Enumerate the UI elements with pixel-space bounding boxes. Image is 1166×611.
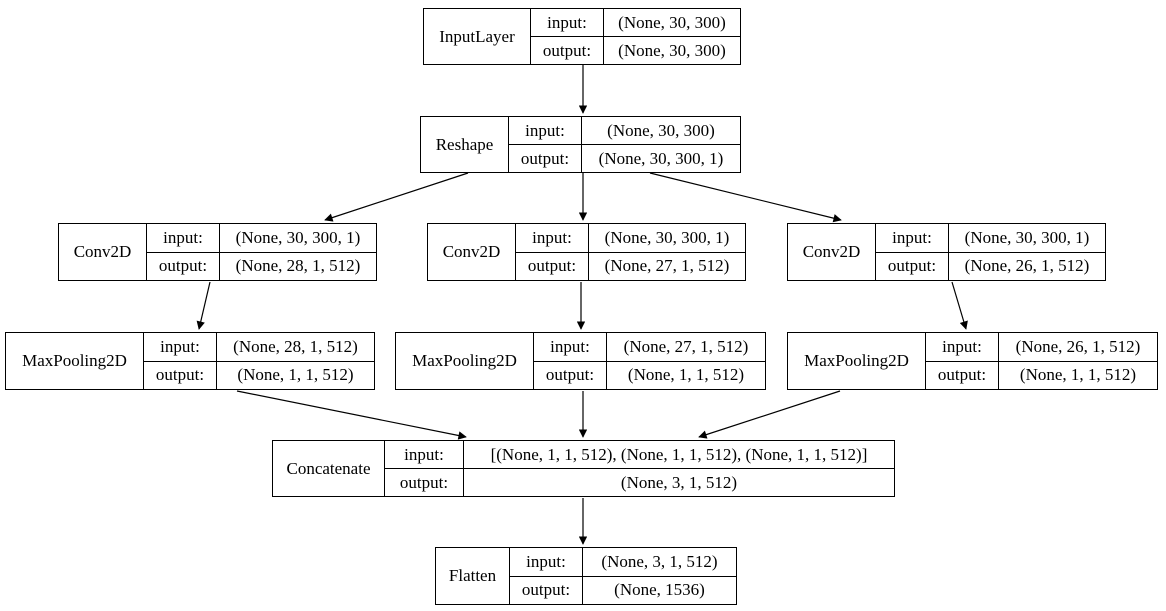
input-label: input: bbox=[509, 117, 581, 145]
output-shape: (None, 28, 1, 512) bbox=[235, 256, 361, 276]
edge-reshape-conv2d-right bbox=[649, 172, 842, 223]
edge-conv2d-maxpool-left bbox=[196, 281, 211, 330]
output-shape: (None, 27, 1, 512) bbox=[604, 256, 730, 276]
input-label: input: bbox=[385, 441, 463, 469]
node-maxpooling2d-right: MaxPooling2D input: output: (None, 26, 1… bbox=[787, 332, 1158, 390]
output-shape: (None, 1, 1, 512) bbox=[1019, 365, 1137, 385]
output-label: output: bbox=[521, 580, 571, 600]
output-shape: (None, 30, 300, 1) bbox=[598, 148, 724, 168]
node-conv2d-center: Conv2D input: output: (None, 30, 300, 1)… bbox=[427, 223, 746, 281]
node-flatten: Flatten input: output: (None, 3, 1, 512)… bbox=[435, 547, 737, 605]
output-label: output: bbox=[545, 365, 595, 385]
layer-name: MaxPooling2D bbox=[788, 333, 926, 389]
layer-name: InputLayer bbox=[424, 9, 531, 64]
input-label: input: bbox=[534, 333, 606, 362]
output-label: output: bbox=[542, 40, 592, 60]
input-label: input: bbox=[516, 224, 588, 253]
input-shape: (None, 30, 300) bbox=[604, 9, 740, 37]
layer-name: Flatten bbox=[436, 548, 510, 604]
input-label: input: bbox=[510, 548, 582, 577]
node-conv2d-left: Conv2D input: output: (None, 30, 300, 1)… bbox=[58, 223, 377, 281]
edge-maxpool-right-concatenate bbox=[698, 390, 841, 439]
output-shape: (None, 1, 1, 512) bbox=[627, 365, 745, 385]
edge-conv2d-maxpool-right bbox=[951, 281, 968, 330]
input-shape: (None, 27, 1, 512) bbox=[607, 333, 765, 362]
output-label: output: bbox=[155, 365, 205, 385]
input-shape: [(None, 1, 1, 512), (None, 1, 1, 512), (… bbox=[464, 441, 894, 469]
input-shape: (None, 30, 300, 1) bbox=[949, 224, 1105, 253]
input-label: input: bbox=[876, 224, 948, 253]
output-shape: (None, 26, 1, 512) bbox=[964, 256, 1090, 276]
node-concatenate: Concatenate input: output: [(None, 1, 1,… bbox=[272, 440, 895, 497]
layer-name: Reshape bbox=[421, 117, 509, 172]
edge-reshape-conv2d-left bbox=[324, 172, 469, 222]
output-label: output: bbox=[520, 148, 570, 168]
output-label: output: bbox=[158, 256, 208, 276]
layer-name: Concatenate bbox=[273, 441, 385, 496]
output-label: output: bbox=[527, 256, 577, 276]
input-label: input: bbox=[531, 9, 603, 37]
layer-name: Conv2D bbox=[59, 224, 147, 280]
output-label: output: bbox=[937, 365, 987, 385]
output-shape: (None, 1536) bbox=[614, 580, 705, 600]
output-shape: (None, 3, 1, 512) bbox=[620, 472, 738, 492]
input-shape: (None, 28, 1, 512) bbox=[217, 333, 374, 362]
layer-name: MaxPooling2D bbox=[6, 333, 144, 389]
output-shape: (None, 1, 1, 512) bbox=[237, 365, 354, 385]
input-label: input: bbox=[147, 224, 219, 253]
output-label: output: bbox=[399, 472, 449, 492]
input-shape: (None, 3, 1, 512) bbox=[583, 548, 736, 577]
node-inputlayer: InputLayer input: output: (None, 30, 300… bbox=[423, 8, 741, 65]
node-maxpooling2d-left: MaxPooling2D input: output: (None, 28, 1… bbox=[5, 332, 375, 390]
node-maxpooling2d-center: MaxPooling2D input: output: (None, 27, 1… bbox=[395, 332, 766, 390]
input-shape: (None, 30, 300, 1) bbox=[589, 224, 745, 253]
output-label: output: bbox=[887, 256, 937, 276]
input-shape: (None, 30, 300, 1) bbox=[220, 224, 376, 253]
node-conv2d-right: Conv2D input: output: (None, 30, 300, 1)… bbox=[787, 223, 1106, 281]
input-label: input: bbox=[144, 333, 216, 362]
layer-name: Conv2D bbox=[788, 224, 876, 280]
input-shape: (None, 30, 300) bbox=[582, 117, 740, 145]
layer-name: Conv2D bbox=[428, 224, 516, 280]
edge-maxpool-left-concatenate bbox=[236, 390, 467, 440]
output-shape: (None, 30, 300) bbox=[618, 40, 726, 60]
layer-name: MaxPooling2D bbox=[396, 333, 534, 389]
input-shape: (None, 26, 1, 512) bbox=[999, 333, 1157, 362]
node-reshape: Reshape input: output: (None, 30, 300) (… bbox=[420, 116, 741, 173]
input-label: input: bbox=[926, 333, 998, 362]
